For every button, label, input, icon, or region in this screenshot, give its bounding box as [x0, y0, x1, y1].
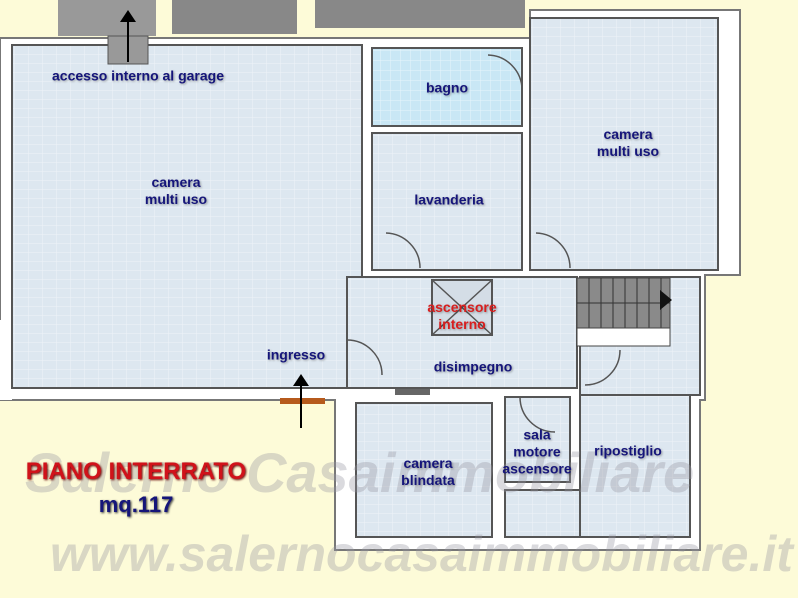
label-sala-motore: sala motore ascensore — [502, 426, 572, 477]
room-camera-blindata — [355, 402, 493, 538]
room-bagno — [371, 47, 523, 127]
label-ripostiglio: ripostiglio — [594, 442, 662, 459]
entrance-door — [280, 398, 325, 404]
room-camera-right — [529, 17, 719, 271]
label-camera-left: camera multi uso — [144, 174, 208, 207]
armored-door — [395, 389, 430, 395]
entrance-arrow-icon — [293, 374, 309, 428]
label-camera-right: camera multi uso — [596, 126, 660, 159]
room-lavanderia — [371, 132, 523, 271]
label-ingresso: ingresso — [266, 346, 326, 363]
door-swings — [346, 54, 621, 433]
label-bagno: bagno — [426, 79, 468, 96]
room-sala-motore — [504, 396, 571, 483]
neighbour-block — [315, 0, 525, 28]
label-ascensore: ascensore interno — [427, 299, 497, 332]
elevator-cross — [431, 279, 493, 336]
label-lavanderia: lavanderia — [414, 191, 484, 208]
room-camera-left — [11, 44, 363, 389]
label-camera-blindata: camera blindata — [401, 455, 455, 488]
garage-stair-arrow-icon — [107, 10, 149, 65]
plan-title: PIANO INTERRATO — [25, 458, 247, 485]
watermark-brand: Salerno Casaimmobiliare — [25, 441, 695, 504]
neighbour-block — [172, 0, 297, 34]
watermark-url: www.salernocasaimmobiliare.it — [50, 526, 793, 582]
room-ripostiglio — [579, 394, 691, 538]
room-lower — [504, 489, 581, 538]
label-disimpegno: disimpegno — [433, 358, 513, 375]
garage-stairs — [58, 0, 156, 36]
stairs — [576, 277, 672, 347]
label-garage-access: accesso interno al garage — [52, 67, 224, 84]
plan-area: mq.117 — [98, 492, 174, 517]
